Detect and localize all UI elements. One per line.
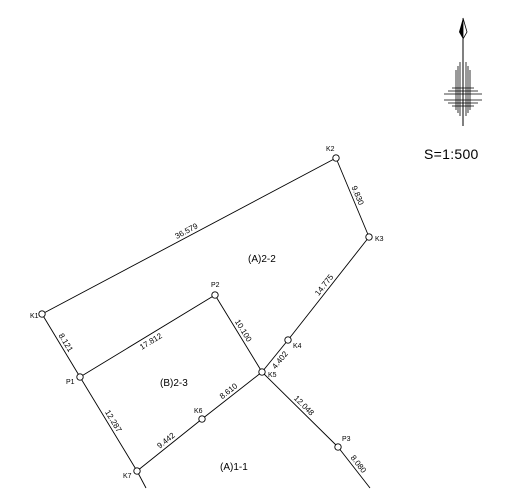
point-label-K3: K3 [375, 236, 384, 243]
boundary-line-K5-P3 [261, 371, 339, 448]
point-marker-K5 [258, 368, 266, 376]
point-label-K6: K6 [194, 408, 203, 415]
length-label-K4-K5: 4.402 [270, 349, 290, 371]
point-marker-P1 [76, 373, 84, 381]
point-marker-P3 [334, 443, 342, 451]
boundary-line-K3-K4 [287, 236, 370, 341]
point-marker-P2 [211, 291, 219, 299]
point-label-P3: P3 [342, 436, 351, 443]
north-arrow-icon [444, 17, 482, 126]
parcel-label-A2-2: (A)2-2 [248, 254, 276, 265]
point-marker-K2 [332, 154, 340, 162]
length-label-K1-K2: 36.579 [174, 221, 200, 241]
point-marker-K7 [133, 467, 141, 475]
point-marker-K3 [365, 233, 373, 241]
point-label-K1: K1 [30, 313, 39, 320]
boundary-line-K1-P1 [41, 313, 81, 378]
point-label-K7: K7 [123, 473, 132, 480]
point-marker-K6 [198, 415, 206, 423]
point-label-P1: P1 [66, 379, 75, 386]
length-label-P1-K7: 12.287 [103, 408, 124, 434]
length-label-P2-K5: 10.100 [233, 318, 254, 344]
point-label-K2: K2 [326, 146, 335, 153]
boundary-line-K7-K6 [136, 418, 203, 472]
boundary-lines [41, 157, 371, 489]
boundary-line-K2-K3 [335, 157, 370, 238]
point-label-K5: K5 [268, 372, 277, 379]
point-marker-K1 [38, 310, 46, 318]
point-label-K4: K4 [293, 343, 302, 350]
point-marker-K4 [284, 336, 292, 344]
parcel-labels: (A)2-2 (B)2-3 (A)1-1 [160, 254, 276, 473]
parcel-label-A1-1: (A)1-1 [220, 462, 248, 473]
boundary-line-K6-K5 [201, 371, 263, 420]
boundary-line-P1-P2 [79, 294, 216, 378]
boundary-line-P2-K5 [214, 294, 263, 373]
boundary-line-P3-edge [337, 446, 371, 489]
scale-label: S=1:500 [424, 146, 479, 162]
boundary-line-K1-K2 [41, 157, 337, 315]
boundary-line-K4-K5 [261, 339, 289, 373]
point-label-P2: P2 [211, 282, 220, 289]
parcel-label-B2-3: (B)2-3 [160, 378, 188, 389]
boundary-line-P1-K7 [79, 376, 138, 472]
